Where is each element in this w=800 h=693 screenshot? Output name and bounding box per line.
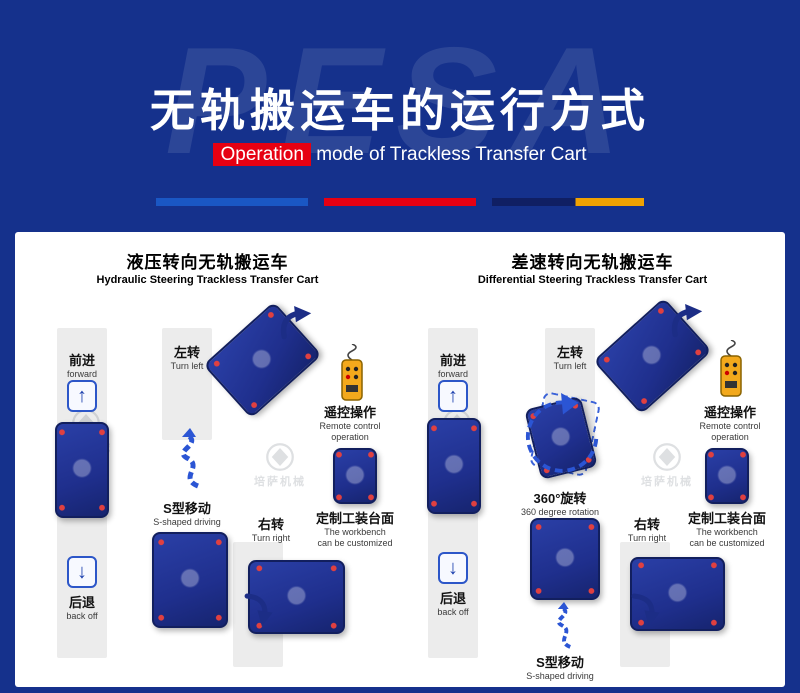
forward-direction-box: ↑ bbox=[67, 380, 97, 412]
rotation-label-en: 360 degree rotation bbox=[520, 507, 600, 517]
remote-label-zh: 遥控操作 bbox=[323, 405, 376, 420]
remote-control-label: 遥控操作 Remote control operation bbox=[682, 402, 778, 443]
cart-forward bbox=[55, 422, 109, 518]
back-label-en: back off bbox=[437, 607, 469, 617]
remote-label-en2: operation bbox=[711, 431, 749, 442]
remote-label-zh: 遥控操作 bbox=[703, 405, 756, 420]
remote-label-en1: Remote control bbox=[699, 421, 761, 431]
s-move-arrow-icon bbox=[180, 428, 200, 489]
remote-control-label: 遥控操作 Remote control operation bbox=[302, 402, 398, 443]
backward-arrow-icon: ↓ bbox=[77, 561, 87, 583]
workbench-label-en1: The workbench bbox=[696, 527, 758, 537]
forward-label-zh: 前进 bbox=[68, 353, 95, 368]
turn-left-label: 左转 Turn left bbox=[147, 342, 227, 372]
forward-label-en: forward bbox=[437, 369, 468, 379]
workbench-label-en2: can be customized bbox=[317, 537, 393, 548]
remote-control-icon bbox=[341, 344, 363, 401]
backward-arrow-icon: ↓ bbox=[448, 557, 458, 579]
turn-left-arrow-icon bbox=[280, 306, 312, 340]
turn-right-label: 右转 Turn right bbox=[607, 514, 687, 544]
back-label-en: back off bbox=[66, 611, 98, 621]
back-label: 后退 back off bbox=[413, 588, 493, 618]
diagram-title-en: Hydraulic Steering Trackless Transfer Ca… bbox=[96, 274, 319, 286]
forward-label: 前进 forward bbox=[413, 350, 493, 380]
forward-label-en: forward bbox=[66, 369, 97, 379]
differential-steering-diagram: 差速转向无轨搬运车 Differential Steering Trackles… bbox=[400, 232, 785, 687]
turn-right-arrow-icon bbox=[631, 593, 660, 627]
divider-bar-blue bbox=[156, 198, 308, 206]
page-title: 无轨搬运车的运行方式 bbox=[149, 85, 650, 136]
forward-label-zh: 前进 bbox=[439, 353, 466, 368]
workbench-label-en2: can be customized bbox=[689, 537, 765, 548]
workbench-label-zh: 定制工装台面 bbox=[315, 511, 394, 526]
s-move-arrow-icon bbox=[556, 602, 572, 649]
remote-label-en1: Remote control bbox=[319, 421, 381, 431]
hydraulic-steering-diagram: 液压转向无轨搬运车 Hydraulic Steering Trackless T… bbox=[15, 232, 400, 687]
brand-logo-icon bbox=[266, 443, 294, 471]
s-move-label: S型移动 S-shaped driving bbox=[510, 652, 610, 682]
rotation-360-label: 360°旋转 360 degree rotation bbox=[505, 488, 615, 518]
back-direction-box: ↓ bbox=[67, 556, 97, 588]
back-label-zh: 后退 bbox=[439, 591, 466, 606]
turn-right-label-en: Turn right bbox=[251, 533, 291, 543]
s-move-label-zh: S型移动 bbox=[163, 501, 211, 516]
remote-label-en2: operation bbox=[331, 431, 369, 442]
workbench-label: 定制工装台面 The workbench can be customized bbox=[307, 508, 403, 549]
diagram-title-en: Differential Steering Trackless Transfer… bbox=[477, 274, 708, 286]
s-move-label-zh: S型移动 bbox=[536, 655, 584, 670]
rotation-360-arrow-icon bbox=[525, 392, 599, 473]
workbench-label-en1: The workbench bbox=[324, 527, 386, 537]
divider-bar-red bbox=[324, 198, 476, 206]
cart-s-moving bbox=[530, 518, 600, 600]
diagram-title-zh: 差速转向无轨搬运车 bbox=[511, 253, 674, 272]
turn-left-arrow-icon bbox=[671, 304, 703, 338]
diagram-panel: 液压转向无轨搬运车 Hydraulic Steering Trackless T… bbox=[15, 232, 785, 687]
turn-left-label-en: Turn left bbox=[553, 361, 587, 371]
turn-left-label-en: Turn left bbox=[170, 361, 204, 371]
s-move-label-en: S-shaped driving bbox=[153, 517, 221, 527]
s-move-label-en: S-shaped driving bbox=[526, 671, 594, 681]
diagram-title-zh: 液压转向无轨搬运车 bbox=[126, 253, 289, 272]
turn-right-label-zh: 右转 bbox=[257, 517, 284, 532]
s-move-label: S型移动 S-shaped driving bbox=[137, 498, 237, 528]
brand-watermark-text: 培萨机械 bbox=[641, 476, 693, 488]
rotation-label-zh: 360°旋转 bbox=[533, 491, 587, 506]
cart-forward bbox=[427, 418, 481, 514]
back-label: 后退 back off bbox=[42, 592, 122, 622]
cart-s-moving bbox=[152, 532, 228, 628]
workbench-label: 定制工装台面 The workbench can be customized bbox=[679, 508, 775, 549]
brand-watermark: 培萨机械 bbox=[630, 442, 704, 489]
turn-right-arrow-icon bbox=[244, 593, 273, 627]
page-subtitle: Operation mode of Trackless Transfer Car… bbox=[0, 143, 800, 166]
divider-bar-blue-yellow bbox=[492, 198, 644, 206]
cart-custom-workbench bbox=[333, 448, 377, 504]
brand-logo-icon bbox=[653, 443, 681, 471]
remote-control-icon bbox=[720, 340, 742, 397]
header: PESA 无轨搬运车的运行方式 Operation mode of Trackl… bbox=[0, 0, 800, 232]
forward-label: 前进 forward bbox=[42, 350, 122, 380]
turn-left-label-zh: 左转 bbox=[556, 345, 583, 360]
forward-direction-box: ↑ bbox=[438, 380, 468, 412]
divider-bars bbox=[0, 198, 800, 206]
forward-arrow-icon: ↑ bbox=[448, 385, 458, 407]
back-label-zh: 后退 bbox=[68, 595, 95, 610]
workbench-label-zh: 定制工装台面 bbox=[687, 511, 766, 526]
turn-left-label-zh: 左转 bbox=[173, 345, 200, 360]
cart-custom-workbench bbox=[705, 448, 749, 504]
turn-right-label: 右转 Turn right bbox=[231, 514, 311, 544]
forward-arrow-icon: ↑ bbox=[77, 385, 87, 407]
brand-watermark: 培萨机械 bbox=[243, 442, 317, 489]
turn-right-label-zh: 右转 bbox=[633, 517, 660, 532]
turn-left-label: 左转 Turn left bbox=[530, 342, 610, 372]
road-segment-top-middle bbox=[162, 328, 212, 440]
subtitle-highlight: Operation bbox=[213, 143, 311, 166]
turn-right-label-en: Turn right bbox=[627, 533, 667, 543]
brand-watermark-text: 培萨机械 bbox=[254, 476, 306, 488]
subtitle-rest: mode of Trackless Transfer Cart bbox=[316, 144, 587, 165]
back-direction-box: ↓ bbox=[438, 552, 468, 584]
